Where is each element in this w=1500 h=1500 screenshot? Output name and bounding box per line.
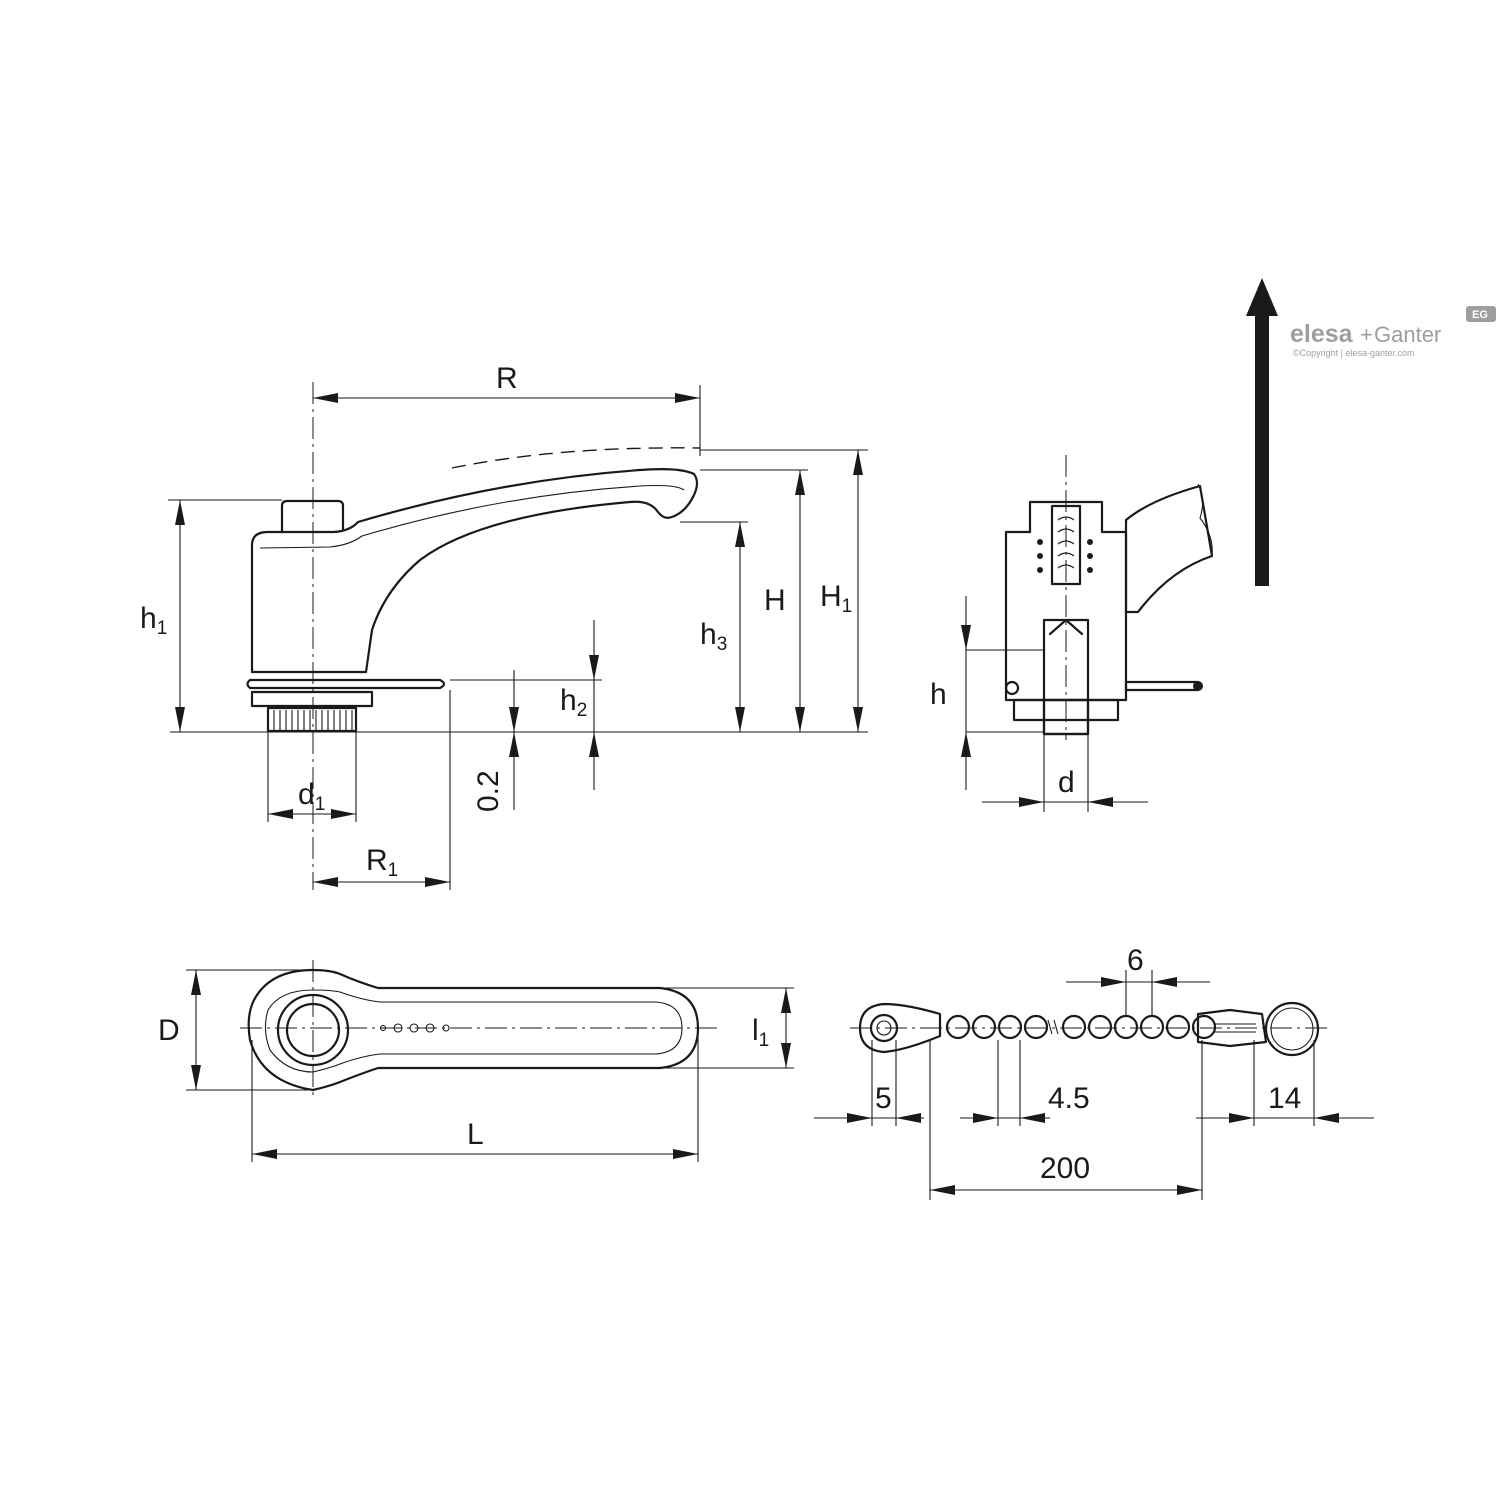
dim-chain-pitch-label: 6 — [1127, 944, 1144, 977]
dim-h-label: h — [930, 678, 947, 711]
dim-h2-label: h2 — [560, 684, 587, 721]
dim-L-label: L — [467, 1118, 484, 1151]
brand-partner: Ganter — [1374, 322, 1441, 347]
dim-l1-label: l1 — [752, 1014, 769, 1051]
ce-badge-icon — [1466, 306, 1496, 322]
dim-R1-label: R1 — [366, 844, 398, 881]
dim-chain-length-label: 200 — [1040, 1152, 1090, 1185]
brand-logo: elesa + Ganter EG ©Copyright | elesa-gan… — [1290, 306, 1496, 358]
brand-badge: EG — [1472, 309, 1488, 321]
ball-chain — [850, 1001, 1330, 1057]
ball-chain-dimensions: 6 5 4.5 14 200 — [814, 944, 1374, 1200]
dim-H-label: H — [764, 584, 786, 617]
dim-chain-ball-label: 4.5 — [1048, 1082, 1090, 1115]
section-view-dimensions: h d — [930, 596, 1148, 812]
dim-d1-label: d1 — [298, 778, 325, 815]
section-view — [1004, 278, 1278, 740]
dim-d-label: d — [1058, 766, 1075, 799]
lever-top-view — [240, 960, 720, 1100]
dim-gap-label: 0.2 — [472, 770, 505, 812]
dim-h1-label: h1 — [140, 602, 167, 639]
lift-direction-arrow-icon — [1246, 278, 1278, 586]
dim-h3-label: h3 — [700, 618, 727, 655]
top-view-dimensions: D l1 L — [158, 969, 794, 1162]
dim-R-label: R — [496, 362, 518, 395]
brand-plus: + — [1360, 322, 1373, 347]
dim-D-label: D — [158, 1014, 180, 1047]
brand-name: elesa — [1290, 320, 1354, 348]
lever-side-view — [170, 382, 868, 890]
dim-chain-clip-label: 14 — [1268, 1082, 1301, 1115]
brand-copyright: ©Copyright | elesa-ganter.com — [1293, 348, 1415, 358]
dim-chain-ring-label: 5 — [875, 1082, 892, 1115]
dim-H1-label: H1 — [820, 580, 852, 617]
side-view-dimensions: R h1 h3 H H1 h2 0.2 — [140, 362, 868, 890]
